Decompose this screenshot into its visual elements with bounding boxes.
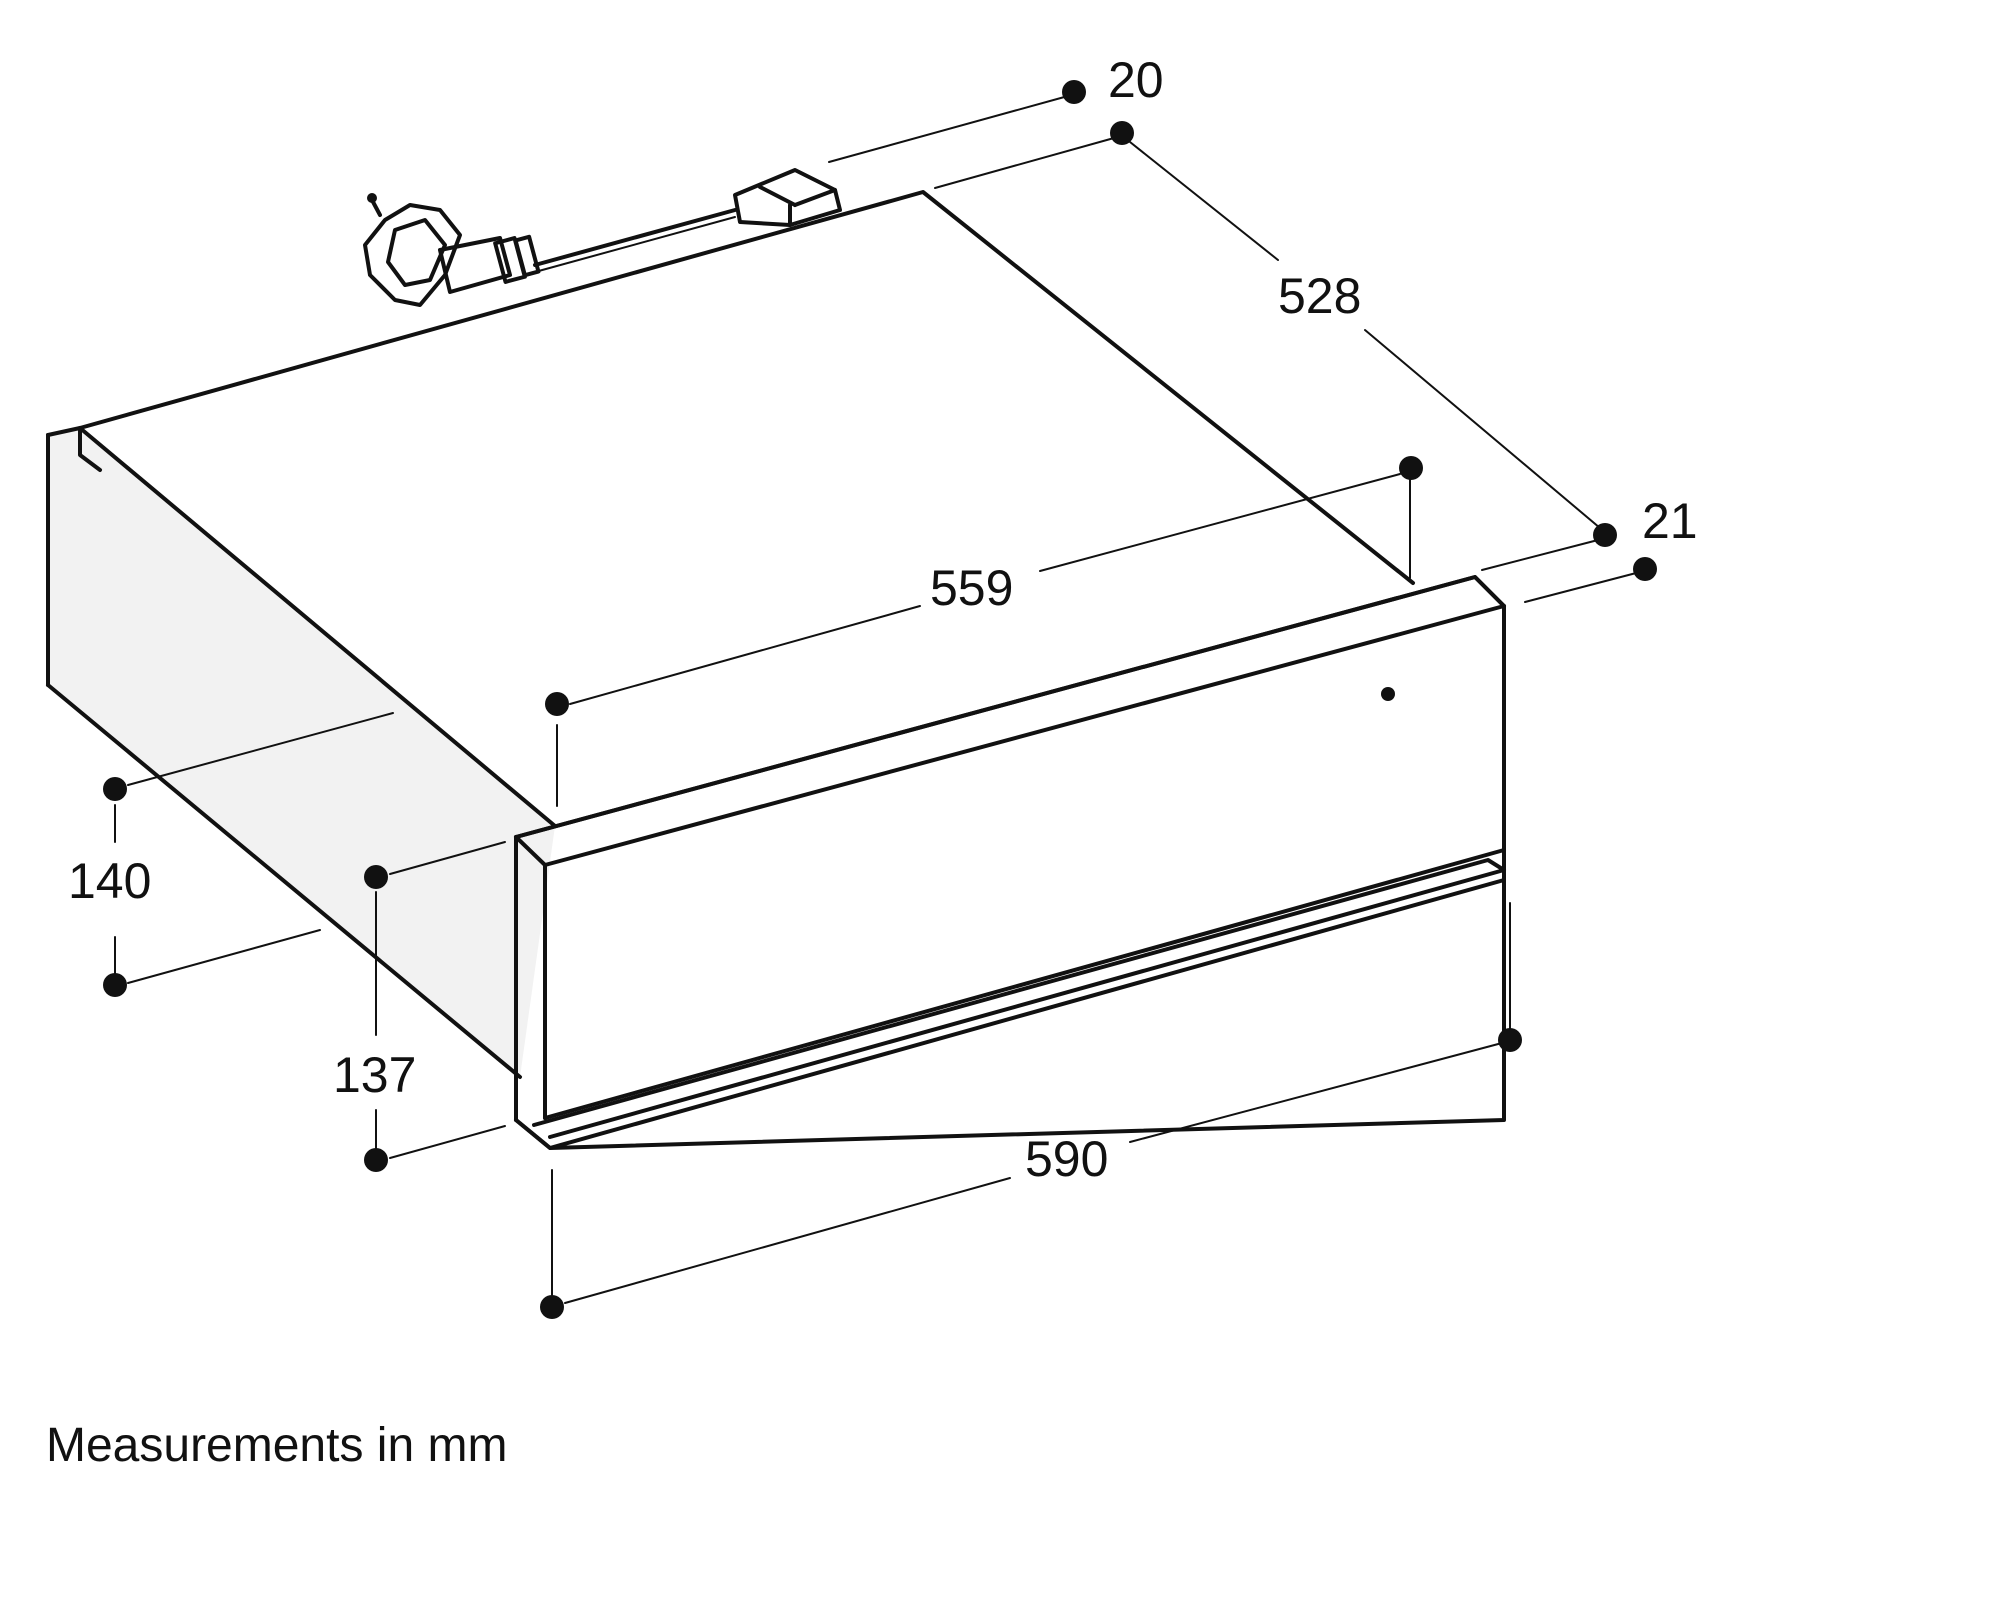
dim-590-point-b <box>540 1295 564 1319</box>
dim-140-point-b <box>103 973 127 997</box>
front-panel-top <box>514 575 1506 867</box>
dimension-lines <box>103 80 1657 1319</box>
handle-groove-mid <box>532 858 1506 1139</box>
dim-label-137: 137 <box>333 1047 416 1103</box>
front-panel-outer <box>514 575 1506 1150</box>
dim-559-point-b <box>545 692 569 716</box>
measurements-caption: Measurements in mm <box>46 1419 508 1472</box>
power-plug-icon <box>363 193 541 307</box>
dim-label-20: 20 <box>1108 52 1164 108</box>
dim-20-point-b <box>1110 121 1134 145</box>
dim-label-21: 21 <box>1642 493 1698 549</box>
appliance-body <box>46 190 1415 1079</box>
dim-590-point-a <box>1498 1028 1522 1052</box>
front-panel-corner <box>514 835 547 867</box>
dim-137-point-a <box>364 865 388 889</box>
side-bottom-edge <box>46 683 522 1079</box>
dim-label-559: 559 <box>930 560 1013 616</box>
handle-groove-upper <box>543 848 1506 1120</box>
dim-label-590: 590 <box>1025 1131 1108 1187</box>
dim-137-point-b <box>364 1148 388 1172</box>
dim-21-point <box>1633 557 1657 581</box>
appliance-connector-icon <box>733 168 842 227</box>
power-cable <box>363 168 842 307</box>
side-top-edge <box>78 426 557 828</box>
side-panel <box>48 428 555 1077</box>
dim-528-point <box>1593 523 1617 547</box>
dim-label-140: 140 <box>68 853 151 909</box>
dim-140-point-a <box>103 777 127 801</box>
front-panel <box>514 575 1506 1150</box>
handle-groove-lower <box>514 868 1506 1150</box>
dim-label-528: 528 <box>1278 268 1361 324</box>
indicator-light-icon <box>1381 687 1395 701</box>
cable-line <box>533 208 737 267</box>
top-panel-edge <box>78 190 1415 585</box>
dim-20-point-a <box>1062 80 1086 104</box>
back-left-corner <box>46 426 102 472</box>
dim-559-point-a <box>1399 456 1423 480</box>
